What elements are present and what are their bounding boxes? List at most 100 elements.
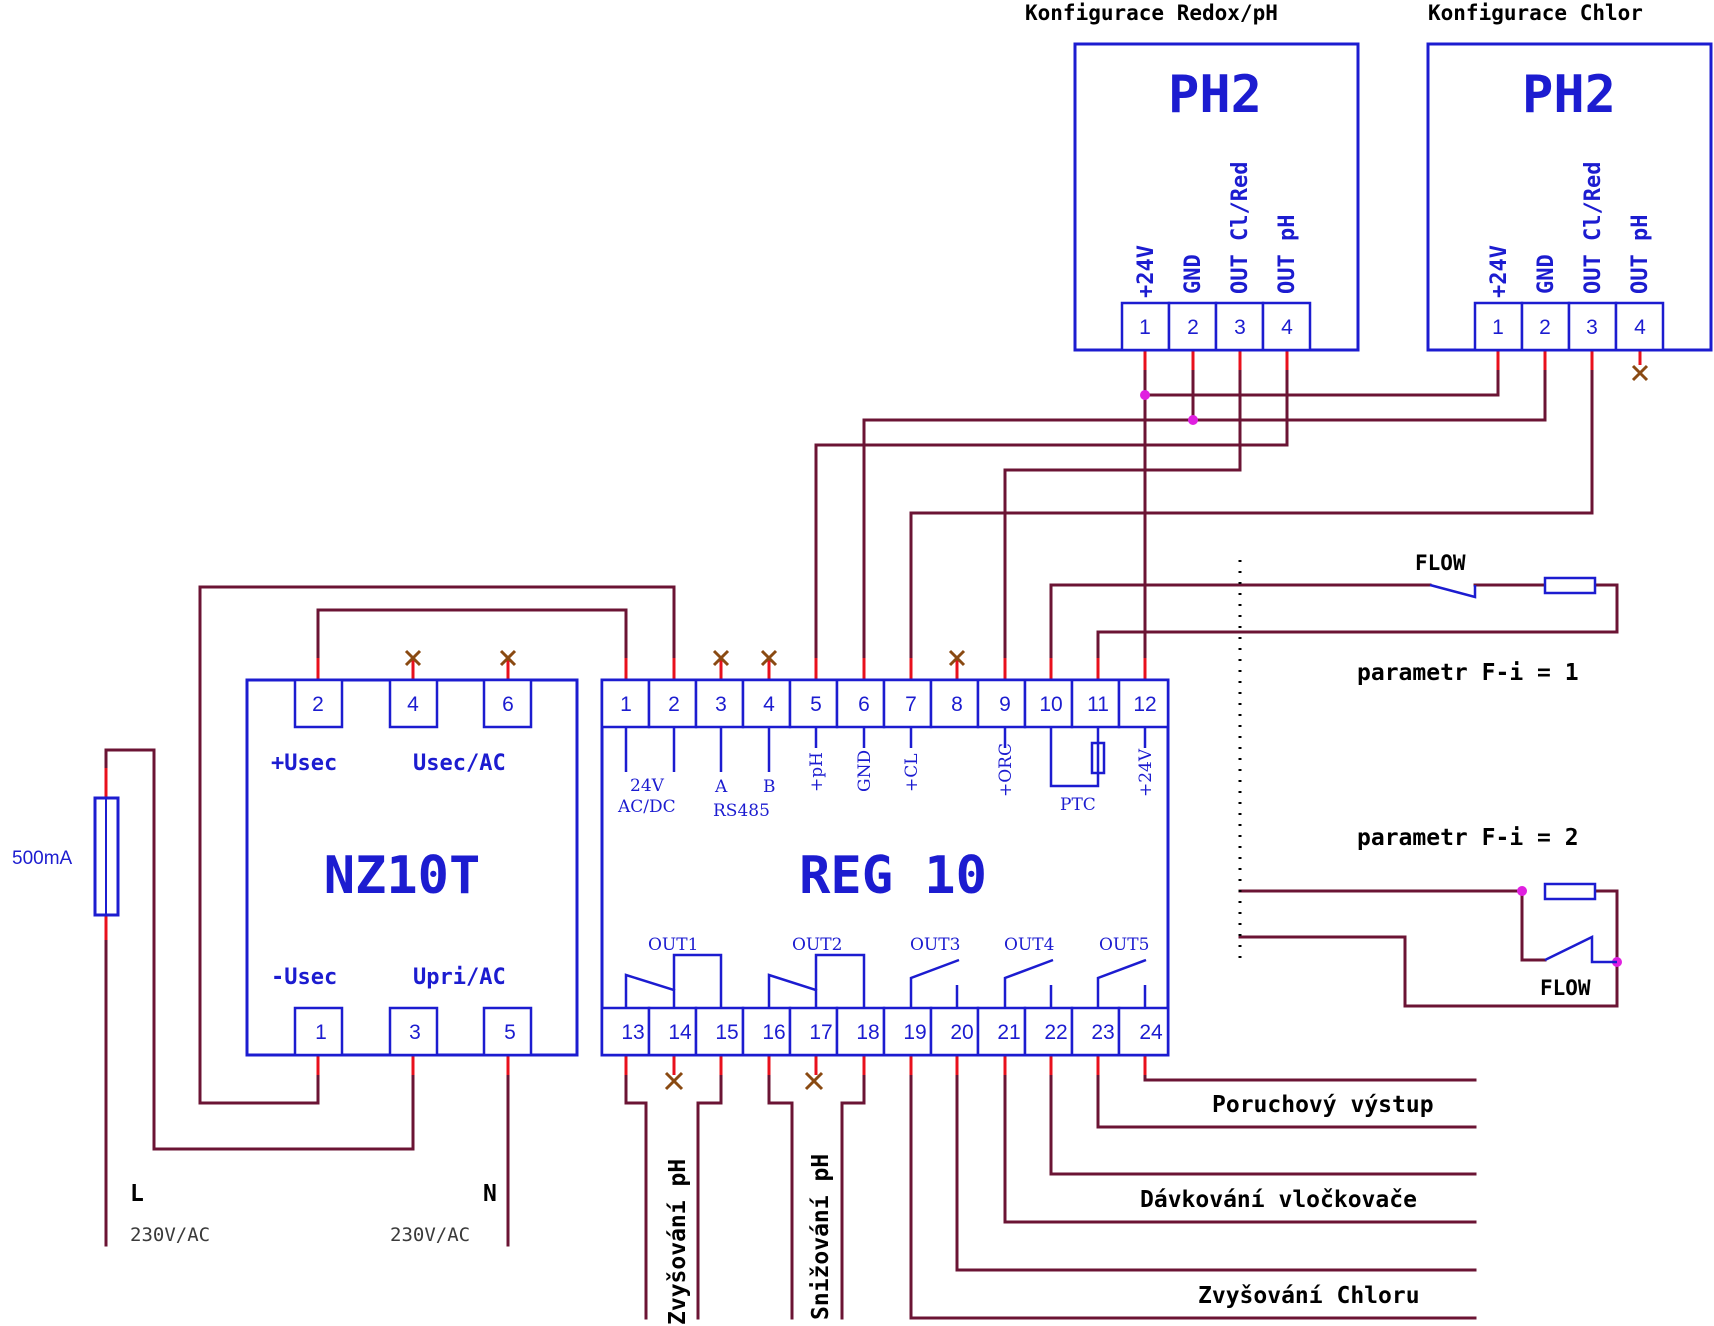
ph2-redox-title: PH2 — [1168, 65, 1262, 125]
ph2-redox-pin-2: 2 — [1187, 316, 1199, 339]
reg10-pin-14: 14 — [668, 1021, 692, 1044]
reg10-label-orc: +ORC — [996, 743, 1016, 797]
nz10t-pin-6: 6 — [502, 693, 514, 716]
reg10-pin-12: 12 — [1133, 693, 1156, 716]
reg10-pin-8: 8 — [951, 693, 963, 716]
ph2-redox-module: PH2 +24V GND OUT Cl/Red OUT pH 1 2 3 4 — [1073, 42, 1360, 352]
ph2-redox-label-out-ph: OUT pH — [1275, 215, 1300, 294]
reg10-pin-6: 6 — [858, 693, 870, 716]
reg10-pin-11: 11 — [1087, 693, 1109, 716]
wires — [104, 368, 1619, 1320]
output-fault: Poruchový výstup — [1212, 1092, 1434, 1118]
nz10t-module: 2 4 6 1 3 5 +Usec Usec/AC -Usec Upri/AC … — [245, 678, 579, 1057]
reg10-pin-9: 9 — [999, 693, 1011, 716]
config-redox-heading: Konfigurace Redox/pH — [1025, 1, 1278, 25]
reg10-pin-7: 7 — [905, 693, 917, 716]
reg10-label-ptc: PTC — [1060, 795, 1096, 815]
fuse-label: 500mA — [12, 848, 73, 869]
reg10-top-cells — [600, 678, 1170, 729]
output-flocculant: Dávkování vločkovače — [1140, 1187, 1417, 1213]
reg10-relay-contacts — [624, 953, 1147, 1008]
reg10-pin-18: 18 — [856, 1021, 879, 1044]
flow-switch-2 — [1543, 882, 1617, 964]
nz10t-pin-1: 1 — [315, 1021, 327, 1044]
ph2-chlor-label-out-ph: OUT pH — [1628, 215, 1653, 294]
reg10-label-cl: +CL — [902, 753, 922, 792]
reg10-label-24v-out: +24V — [1136, 748, 1156, 797]
reg10-pin-10: 10 — [1039, 693, 1062, 716]
reg10-pin-4: 4 — [763, 693, 775, 716]
output-chlorine: Zvyšování Chloru — [1198, 1283, 1420, 1309]
terminal-stubs — [104, 350, 1642, 1075]
reg10-pin-13: 13 — [621, 1021, 644, 1044]
nz10t-pin-3: 3 — [409, 1021, 421, 1044]
ph2-redox-label-24v: +24V — [1134, 245, 1159, 298]
flow-2-label: FLOW — [1540, 976, 1591, 1000]
reg10-inner-leads — [624, 727, 1147, 788]
ph2-redox-pin-4: 4 — [1281, 316, 1293, 339]
mains-n-voltage: 230V/AC — [390, 1224, 470, 1246]
reg10-pin-19: 19 — [903, 1021, 926, 1044]
ph2-redox-pin-1: 1 — [1139, 316, 1151, 339]
ph2-redox-label-out-cl: OUT Cl/Red — [1228, 162, 1253, 294]
reg10-label-a: A — [714, 777, 728, 797]
reg10-pin-2: 2 — [668, 693, 680, 716]
reg10-title: REG 10 — [799, 846, 987, 906]
ph2-redox-pin-3: 3 — [1234, 316, 1246, 339]
reg10-out3-label: OUT3 — [910, 935, 960, 955]
config-chlor-heading: Konfigurace Chlor — [1428, 1, 1643, 25]
reg10-label-ac-dc: AC/DC — [617, 797, 676, 817]
reg10-module: 1 2 3 4 5 6 7 8 9 10 11 12 13 14 15 16 1… — [600, 678, 1170, 1057]
nz10t-title: NZ10T — [324, 846, 481, 906]
ph2-chlor-title: PH2 — [1522, 65, 1616, 125]
junction-dot — [1188, 415, 1198, 425]
reg10-pin-24: 24 — [1139, 1021, 1163, 1044]
ph2-chlor-label-gnd: GND — [1534, 254, 1559, 294]
mains-l-voltage: 230V/AC — [130, 1224, 210, 1246]
reg10-pin-21: 21 — [997, 1021, 1020, 1044]
reg10-pin-5: 5 — [810, 693, 822, 716]
nz10t-label-usec-plus: +Usec — [271, 751, 337, 776]
nz10t-pin-4: 4 — [407, 693, 419, 716]
reg10-pin-16: 16 — [762, 1021, 785, 1044]
reg10-label-ph: +pH — [807, 752, 827, 792]
reg10-bottom-cells — [600, 1006, 1170, 1057]
output-lower-ph: Snižování pH — [808, 1154, 834, 1320]
ph2-redox-label-gnd: GND — [1181, 254, 1206, 294]
reg10-out5-label: OUT5 — [1099, 935, 1149, 955]
reg10-out1-label: OUT1 — [648, 935, 698, 955]
nz10t-label-upri-ac: Upri/AC — [413, 965, 506, 990]
nz10t-pin-2: 2 — [312, 693, 324, 716]
ph2-chlor-label-out-cl: OUT Cl/Red — [1581, 162, 1606, 294]
ph2-chlor-pin-1: 1 — [1492, 316, 1504, 339]
reg10-pin-20: 20 — [950, 1021, 973, 1044]
reg10-out4-label: OUT4 — [1004, 935, 1054, 955]
nz10t-pin-5: 5 — [504, 1021, 516, 1044]
mains-l-label: L — [130, 1181, 144, 1207]
mains-n-label: N — [483, 1181, 497, 1207]
reg10-label-24v: 24V — [630, 776, 665, 796]
output-raise-ph: Zvyšování pH — [665, 1159, 691, 1325]
reg10-pin-22: 22 — [1044, 1021, 1067, 1044]
flow-switch-1 — [1429, 576, 1597, 599]
reg10-label-b: B — [763, 777, 776, 797]
junction-dot — [1140, 390, 1150, 400]
reg10-out2-label: OUT2 — [792, 935, 842, 955]
nz10t-label-usec-ac: Usec/AC — [413, 751, 506, 776]
reg10-pin-15: 15 — [715, 1021, 738, 1044]
reg10-label-gnd: GND — [855, 750, 875, 792]
param-2-label: parametr F-i = 2 — [1357, 825, 1579, 851]
param-1-label: parametr F-i = 1 — [1357, 660, 1579, 686]
ph2-chlor-pin-4: 4 — [1634, 316, 1646, 339]
reg10-pin-23: 23 — [1091, 1021, 1114, 1044]
not-connected-markers — [404, 364, 1649, 1091]
ph2-chlor-pin-3: 3 — [1586, 316, 1598, 339]
reg10-pin-17: 17 — [809, 1021, 832, 1044]
nz10t-label-usec-minus: -Usec — [271, 965, 337, 990]
reg10-pin-3: 3 — [715, 693, 727, 716]
fuse-symbol — [93, 796, 120, 917]
reg10-label-rs485: RS485 — [713, 801, 770, 821]
ph2-chlor-module: PH2 +24V GND OUT Cl/Red OUT pH 1 2 3 4 — [1426, 42, 1713, 352]
reg10-pin-1: 1 — [620, 693, 632, 716]
